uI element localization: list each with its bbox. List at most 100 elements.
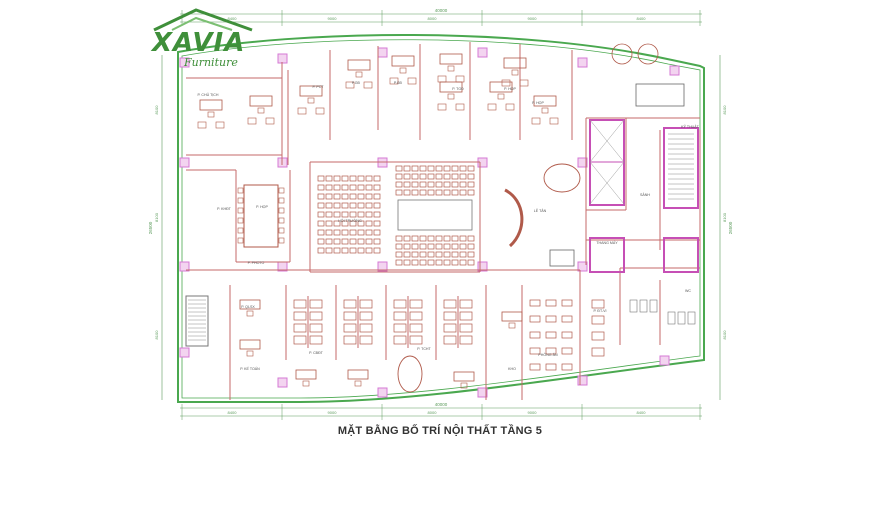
wc-fixture (677, 311, 686, 325)
auditorium-seat (317, 220, 325, 227)
wc-fixture (667, 311, 676, 325)
dim-top-total-label: 40000 (435, 8, 448, 13)
room-label: KHO (508, 367, 516, 371)
dim-right-segment: 8100 (722, 330, 727, 340)
office-chair (508, 322, 516, 329)
office-desk (295, 369, 317, 380)
elevator-cross (589, 119, 625, 163)
auditorium-seat (427, 243, 435, 250)
auditorium-seat (357, 211, 365, 218)
auditorium-seat (341, 193, 349, 200)
auditorium-seat (403, 259, 411, 266)
structural-column (577, 261, 588, 272)
executive-chair (497, 93, 505, 100)
auditorium-seat (411, 189, 419, 196)
workstation-desk (293, 299, 307, 309)
auditorium-seat (373, 175, 381, 182)
room-label: WC (685, 289, 691, 293)
auditorium-seat (395, 173, 403, 180)
workstation-desk (409, 335, 423, 345)
auditorium-seat (467, 259, 475, 266)
auditorium-seat (373, 229, 381, 236)
workstation-desk (343, 299, 357, 309)
room-label: SẢNH (640, 192, 650, 197)
auditorium-seat (333, 229, 341, 236)
auditorium-seat (451, 235, 459, 242)
meeting-table-west (243, 184, 279, 248)
auditorium-seat (435, 235, 443, 242)
wc-fixture (687, 311, 696, 325)
auditorium-seat (317, 211, 325, 218)
guest-chair (345, 81, 355, 89)
executive-desk (391, 55, 415, 67)
executive-chair (207, 111, 215, 118)
auditorium-seat (357, 193, 365, 200)
workstation-desk (393, 299, 407, 309)
workstation-desk (293, 311, 307, 321)
workstation-desk (309, 323, 323, 333)
auditorium-seat (349, 202, 357, 209)
round-table (611, 43, 633, 65)
auditorium-seat (357, 184, 365, 191)
elevator-cross (589, 161, 625, 205)
workstation-desk (359, 299, 373, 309)
auditorium-seat (333, 238, 341, 245)
auditorium-seat (427, 251, 435, 258)
auditorium-seat (459, 251, 467, 258)
room-label: KỸ THUẬT (681, 124, 700, 129)
auditorium-seat (467, 181, 475, 188)
dim-left-segment: 8100 (154, 105, 159, 115)
auditorium-seat (349, 220, 357, 227)
auditorium-seat (333, 184, 341, 191)
office-desk (239, 299, 261, 310)
room-label: P. KHĐT (217, 207, 232, 211)
executive-desk (503, 57, 527, 69)
dim-left-total-label: 26500 (148, 221, 153, 234)
structural-column (477, 261, 488, 272)
dim-bottom-segment: 9000 (328, 410, 338, 415)
auditorium-seat (373, 184, 381, 191)
auditorium-seat (451, 173, 459, 180)
workstation-desk (459, 335, 473, 345)
oval-meeting-table (397, 355, 423, 393)
auditorium-seat (341, 175, 349, 182)
auditorium-seat (427, 189, 435, 196)
lounge-sofa (543, 163, 581, 193)
office-chair (246, 350, 254, 357)
executive-desk (533, 95, 557, 107)
auditorium-seat (325, 211, 333, 218)
canteen-table (545, 347, 557, 355)
auditorium-seat (341, 202, 349, 209)
auditorium-seat (403, 181, 411, 188)
auditorium-seat (357, 175, 365, 182)
auditorium-seat (317, 238, 325, 245)
structural-column (179, 261, 190, 272)
auditorium-seat (419, 173, 427, 180)
auditorium-seat (357, 229, 365, 236)
room-label: P. HỌP (532, 101, 544, 105)
dim-bottom-total-label: 40000 (435, 402, 448, 407)
guest-chair (265, 117, 275, 125)
workstation-desk (443, 299, 457, 309)
workstation-desk (443, 311, 457, 321)
auditorium-seat (333, 220, 341, 227)
chair (237, 187, 244, 194)
auditorium-seat (325, 220, 333, 227)
auditorium-seat (317, 202, 325, 209)
auditorium-seat (341, 238, 349, 245)
canteen-table (529, 299, 541, 307)
round-table (637, 43, 659, 65)
guest-chair (437, 75, 447, 83)
logo-roof-icon (153, 8, 253, 32)
workstation-desk (443, 335, 457, 345)
auditorium-seat (411, 243, 419, 250)
auditorium-seat (427, 259, 435, 266)
guest-chair (315, 107, 325, 115)
canteen-table (561, 363, 573, 371)
workstation-desk (409, 299, 423, 309)
guest-chair (455, 103, 465, 111)
auditorium-seat (349, 193, 357, 200)
auditorium-seat (373, 247, 381, 254)
auditorium-seat (459, 165, 467, 172)
logo-wordmark: XAVIA (152, 28, 246, 58)
